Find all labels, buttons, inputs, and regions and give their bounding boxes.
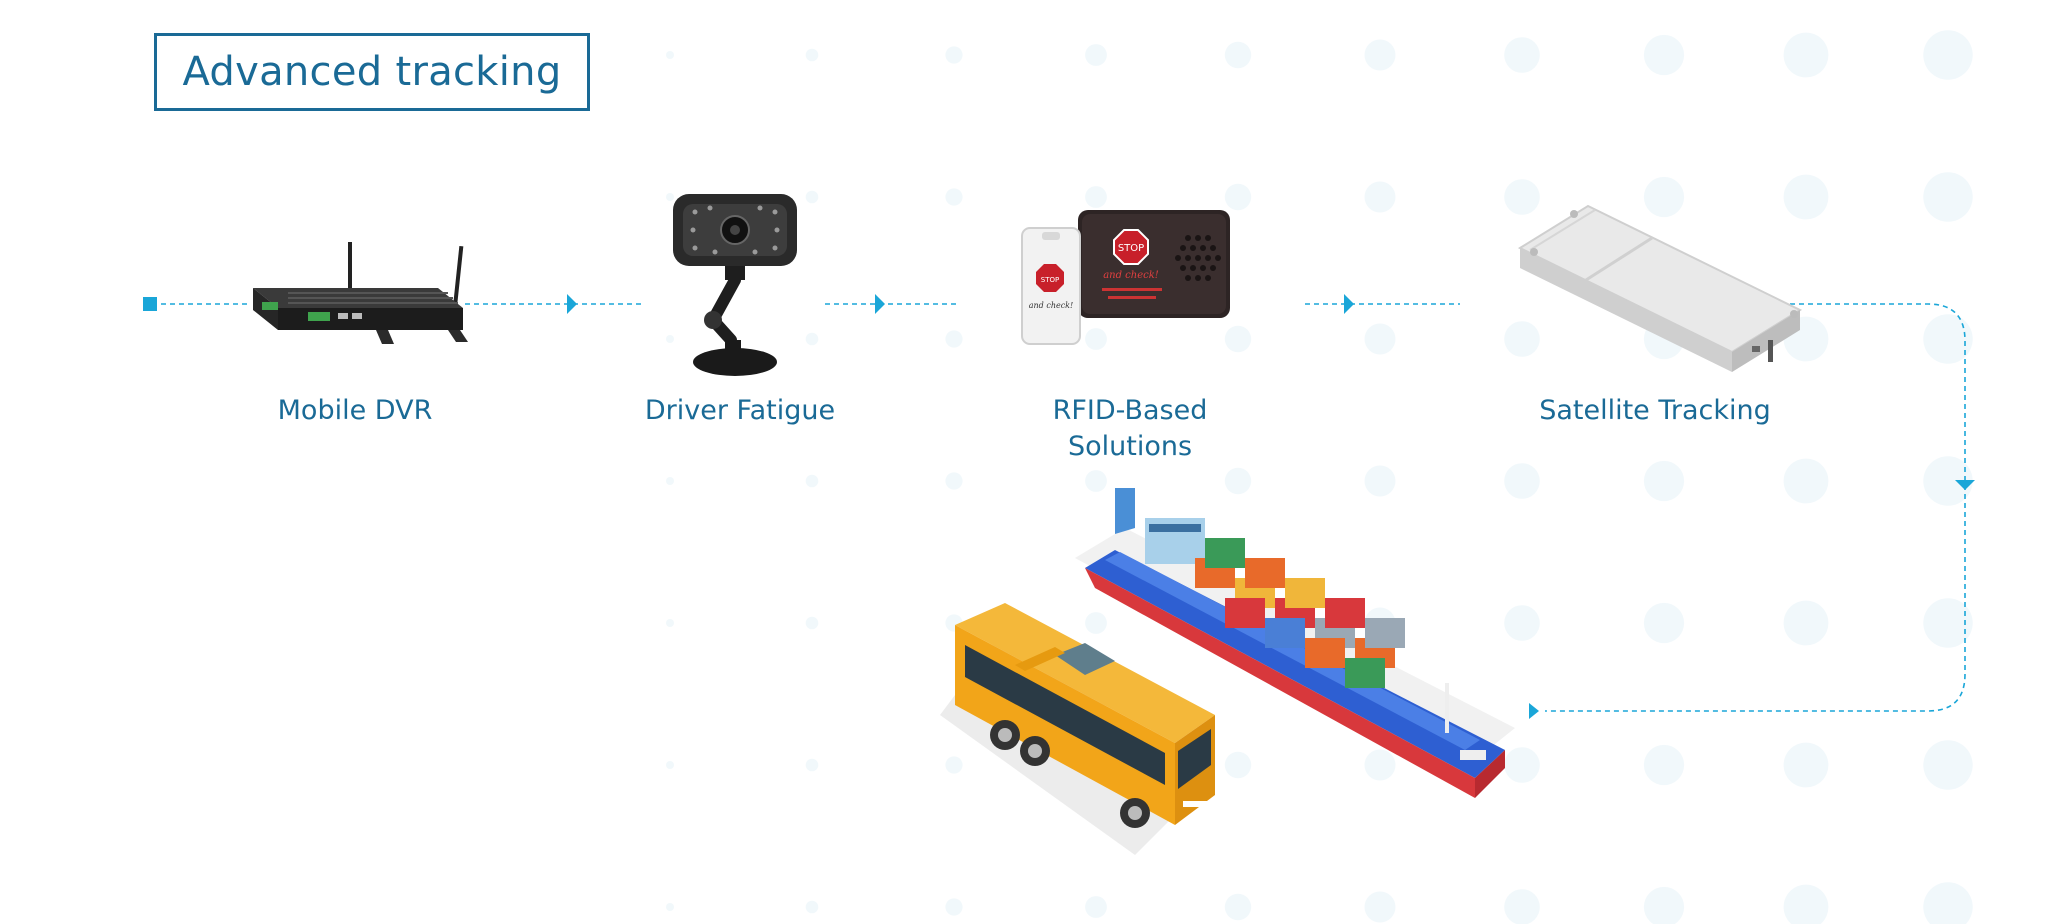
- background-dot: [1085, 328, 1107, 350]
- background-dot: [666, 619, 674, 627]
- background-dot: [1085, 44, 1107, 66]
- background-dot: [1504, 747, 1540, 783]
- background-dot: [805, 48, 819, 62]
- background-dot: [1643, 460, 1685, 502]
- cargo-ship-icon: [1075, 488, 1515, 798]
- background-dot: [1643, 34, 1685, 76]
- background-dot: [1364, 323, 1396, 355]
- background-dot: [666, 193, 674, 201]
- background-dot: [805, 474, 819, 488]
- page-title: Advanced tracking: [154, 33, 590, 111]
- background-dot: [1783, 600, 1829, 646]
- background-dot: [945, 188, 963, 206]
- background-dot: [1923, 172, 1973, 222]
- step-label-rfid-solutions: RFID-Based Solutions: [1052, 395, 1208, 462]
- background-dot: [1504, 605, 1540, 641]
- background-dot: [1783, 32, 1829, 78]
- background-dot: [1364, 749, 1396, 781]
- background-dot: [1643, 176, 1685, 218]
- background-dot: [1783, 884, 1829, 924]
- background-dot: [1085, 612, 1107, 634]
- background-dot: [1783, 458, 1829, 504]
- background-dot: [1643, 744, 1685, 786]
- background-dot: [1643, 602, 1685, 644]
- background-dot: [1224, 325, 1252, 353]
- background-dot: [1504, 321, 1540, 357]
- background-dot: [805, 190, 819, 204]
- background-dot: [1364, 39, 1396, 71]
- background-dot: [1224, 183, 1252, 211]
- svg-text:and check!: and check!: [1103, 270, 1159, 281]
- bus-icon: [940, 603, 1215, 855]
- background-dot: [945, 898, 963, 916]
- background-dot: [945, 46, 963, 64]
- step-label-satellite-tracking: Satellite Tracking: [1539, 395, 1771, 426]
- background-dot: [1364, 181, 1396, 213]
- background-dot: [1643, 886, 1685, 924]
- background-dot: [1224, 751, 1252, 779]
- background-dot: [1224, 41, 1252, 69]
- background-dot: [1364, 891, 1396, 923]
- arrow-left-icon: [1529, 703, 1539, 719]
- background-dot: [1923, 598, 1973, 648]
- rfid-stop-device-icon: STOP and check! STOP and check!: [1021, 210, 1230, 345]
- background-dot: [1923, 882, 1973, 924]
- background-dot: [666, 335, 674, 343]
- background-dot: [1923, 740, 1973, 790]
- background-dot: [1085, 470, 1107, 492]
- background-dot: [945, 756, 963, 774]
- satellite-tracker-icon: [1517, 204, 1803, 372]
- background-dot: [1224, 893, 1252, 921]
- background-dot: [666, 51, 674, 59]
- background-dot: [666, 903, 674, 911]
- arrow-right-icon: [1344, 294, 1354, 314]
- background-dot: [805, 332, 819, 346]
- svg-text:STOP: STOP: [1041, 276, 1059, 284]
- mobile-dvr-icon: [253, 242, 468, 344]
- background-dot: [1783, 742, 1829, 788]
- background-dot: [1224, 467, 1252, 495]
- background-dot: [1923, 314, 1973, 364]
- background-dot: [1504, 179, 1540, 215]
- arrow-down-icon: [1955, 480, 1975, 490]
- background-dot: [1085, 186, 1107, 208]
- svg-text:and check!: and check!: [1029, 301, 1074, 310]
- connector-segment: [1545, 303, 1966, 712]
- background-dot: [805, 758, 819, 772]
- flow-start-marker: [143, 297, 157, 311]
- arrow-right-icon: [567, 294, 577, 314]
- background-dot: [805, 616, 819, 630]
- background-dot: [1504, 889, 1540, 924]
- background-dot: [1085, 896, 1107, 918]
- background-dot: [1504, 463, 1540, 499]
- background-dot: [1364, 465, 1396, 497]
- background-dot: [945, 330, 963, 348]
- background-dot: [1504, 37, 1540, 73]
- driver-fatigue-camera-icon: [673, 194, 797, 376]
- background-dot: [805, 900, 819, 914]
- background-dot: [1923, 30, 1973, 80]
- background-dot: [1783, 174, 1829, 220]
- background-dot: [945, 472, 963, 490]
- step-label-mobile-dvr: Mobile DVR: [277, 395, 433, 426]
- svg-text:STOP: STOP: [1118, 243, 1144, 254]
- background-dot: [1923, 456, 1973, 506]
- step-label-driver-fatigue: Driver Fatigue: [644, 395, 836, 426]
- arrow-right-icon: [875, 294, 885, 314]
- background-dot: [666, 477, 674, 485]
- background-dot: [666, 761, 674, 769]
